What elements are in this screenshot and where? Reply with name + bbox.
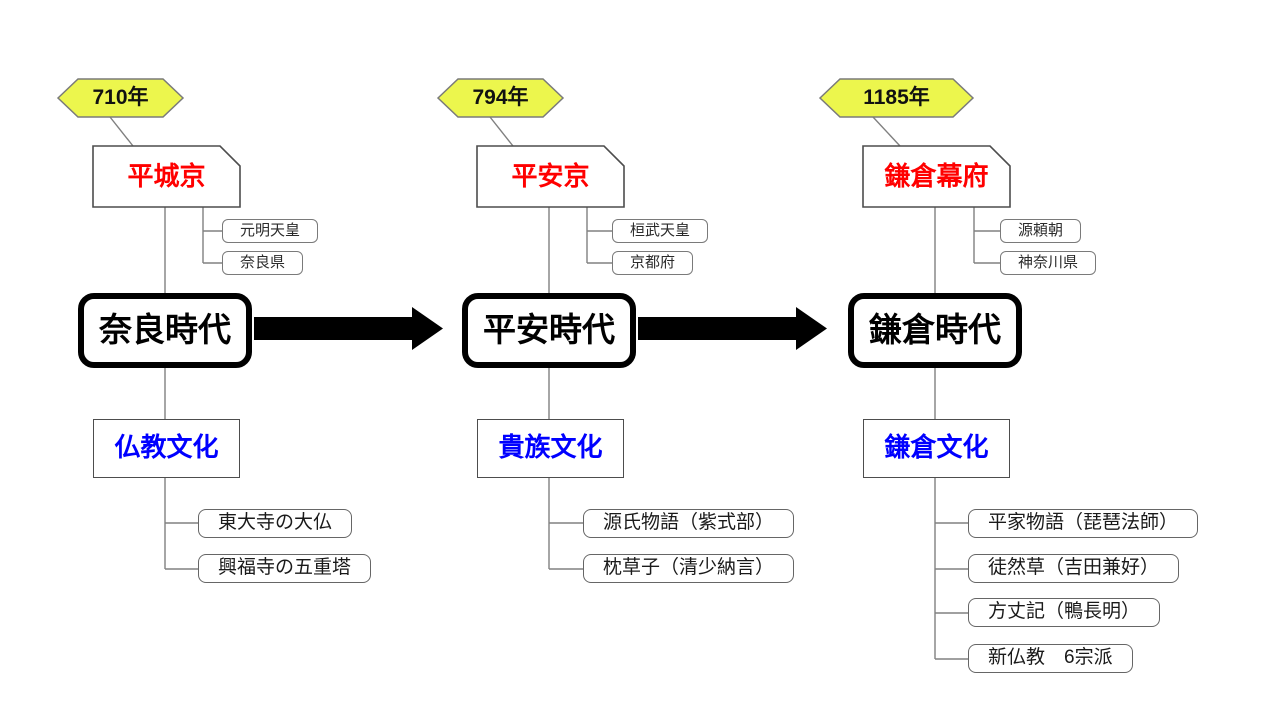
year-badge-shape: [436, 78, 565, 118]
culture-item-box: 興福寺の五重塔: [198, 554, 372, 583]
ruler-box: 元明天皇: [222, 219, 319, 243]
connector-line: [109, 116, 134, 147]
culture-item-box: 徒然草（吉田兼好）: [968, 554, 1180, 583]
capital-label: 平城京: [127, 161, 206, 191]
year-badge-label: 710年: [92, 86, 149, 109]
era-box: 平安時代: [462, 293, 636, 368]
timeline-arrow-icon: [638, 307, 827, 350]
culture-item-box: 平家物語（琵琶法師）: [968, 509, 1199, 538]
year-badge-label: 1185年: [863, 86, 930, 109]
connector-line: [489, 116, 514, 147]
capital-box-shape: [92, 145, 241, 208]
timeline-arrow-icon: [254, 307, 443, 350]
culture-box: 貴族文化: [477, 419, 624, 478]
capital-box-shape: [476, 145, 625, 208]
culture-box: 仏教文化: [93, 419, 240, 478]
prefecture-box: 神奈川県: [1000, 251, 1097, 275]
year-badge-shape: [818, 78, 975, 118]
year-badge-label: 794年: [472, 86, 529, 109]
connector-line: [872, 116, 901, 147]
era-box: 鎌倉時代: [848, 293, 1022, 368]
year-badge-shape: [56, 78, 185, 118]
prefecture-box: 京都府: [612, 251, 694, 275]
capital-box-shape: [862, 145, 1011, 208]
culture-item-box: 枕草子（清少納言）: [583, 554, 795, 583]
culture-box: 鎌倉文化: [863, 419, 1010, 478]
culture-item-box: 新仏教 6宗派: [968, 644, 1133, 673]
capital-label: 鎌倉幕府: [884, 161, 989, 191]
ruler-box: 桓武天皇: [612, 219, 709, 243]
culture-item-box: 源氏物語（紫式部）: [583, 509, 795, 538]
culture-item-box: 方丈記（鴨長明）: [968, 598, 1161, 627]
era-box: 奈良時代: [78, 293, 252, 368]
culture-item-box: 東大寺の大仏: [198, 509, 353, 538]
ruler-box: 源頼朝: [1000, 219, 1082, 243]
prefecture-box: 奈良県: [222, 251, 304, 275]
capital-label: 平安京: [511, 161, 590, 191]
